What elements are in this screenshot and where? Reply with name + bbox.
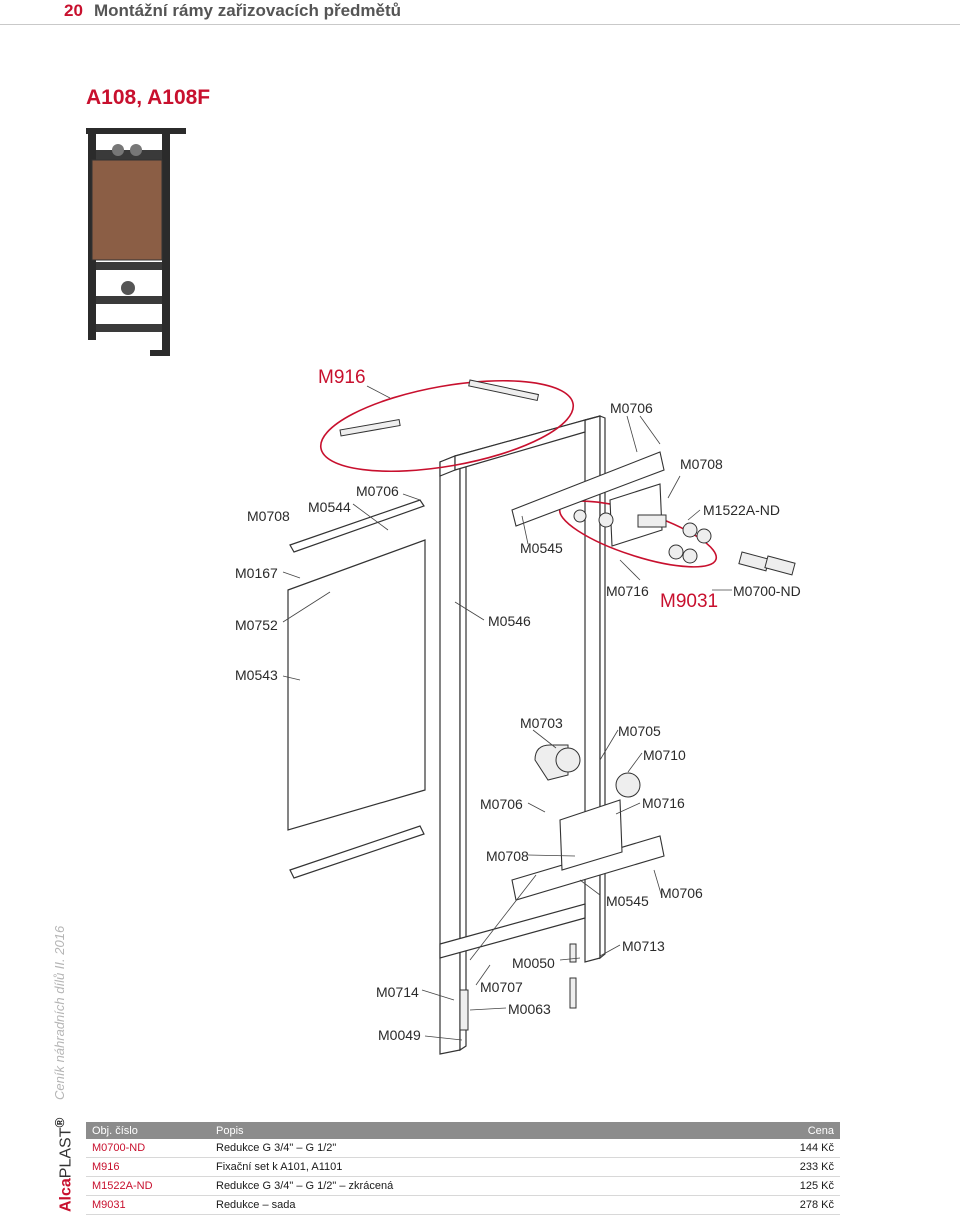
callout-m1522a: M1522A-ND — [703, 502, 780, 518]
page-header: 20 Montážní rámy zařizovacích předmětů — [0, 0, 960, 25]
callout-m0713: M0713 — [622, 938, 665, 954]
fittings — [339, 379, 796, 1031]
row-price: 144 Kč — [716, 1139, 840, 1158]
page-title: Montážní rámy zařizovacích předmětů — [94, 1, 402, 20]
callout-m0543: M0543 — [235, 667, 278, 683]
row-code: M9031 — [86, 1195, 210, 1215]
logo-plast: PLAST — [57, 1127, 75, 1179]
header-description: Popis — [210, 1122, 717, 1139]
callout-m0050: M0050 — [512, 955, 555, 971]
row-description: Redukce G 3/4" – G 1/2" — [210, 1139, 717, 1158]
parts-table: Obj. číslo Popis Cena M0700-ND Redukce G… — [86, 1122, 840, 1215]
row-description: Redukce – sada — [210, 1195, 717, 1215]
callout-m0706-left: M0706 — [356, 483, 399, 499]
callout-m0716-top: M0716 — [606, 583, 649, 599]
callout-m0700: M0700-ND — [733, 583, 801, 599]
callout-m0049: M0049 — [378, 1027, 421, 1043]
callout-m0705: M0705 — [618, 723, 661, 739]
callout-m0544: M0544 — [308, 499, 351, 515]
callout-m0707: M0707 — [480, 979, 523, 995]
callout-m0706-mid: M0706 — [480, 796, 523, 812]
row-description: Fixační set k A101, A1101 — [210, 1157, 717, 1177]
callout-m0706-top: M0706 — [610, 400, 653, 416]
alcaplast-logo: AlcaPLAST® — [52, 1118, 75, 1212]
highlight-m916 — [319, 379, 575, 473]
callout-m0714: M0714 — [376, 984, 419, 1000]
callout-m0708-top: M0708 — [680, 456, 723, 472]
callout-m0716-mid: M0716 — [642, 795, 685, 811]
header-code: Obj. číslo — [86, 1122, 210, 1139]
callout-m9031: M9031 — [660, 591, 718, 612]
callout-m916: M916 — [318, 367, 366, 388]
table-row: M0700-ND Redukce G 3/4" – G 1/2" 144 Kč — [86, 1139, 840, 1158]
exploded-diagram: M916 M0706 M0708 M0708 M0544 M0706 M1522… — [86, 128, 801, 1055]
callout-m0167: M0167 — [235, 565, 278, 581]
row-price: 125 Kč — [716, 1176, 840, 1196]
row-price: 278 Kč — [716, 1195, 840, 1215]
callout-m0708-left: M0708 — [247, 508, 290, 524]
row-code: M1522A-ND — [86, 1176, 210, 1196]
row-price: 233 Kč — [716, 1157, 840, 1177]
page-number: 20 — [64, 1, 83, 20]
header-price: Cena — [716, 1122, 840, 1139]
table-row: M9031 Redukce – sada 278 Kč — [86, 1195, 840, 1215]
table-header-row: Obj. číslo Popis Cena — [86, 1122, 840, 1139]
left-panel — [287, 499, 426, 879]
product-thumbnail — [86, 128, 186, 356]
callout-m0546: M0546 — [488, 613, 531, 629]
callout-m0703: M0703 — [520, 715, 563, 731]
callout-m0545-bot: M0545 — [606, 893, 649, 909]
callout-m0545-top: M0545 — [520, 540, 563, 556]
row-code: M916 — [86, 1157, 210, 1177]
logo-registered-mark: ® — [52, 1117, 67, 1128]
callout-m0710: M0710 — [643, 747, 686, 763]
table-row: M916 Fixační set k A101, A1101 233 Kč — [86, 1157, 840, 1177]
product-title: A108, A108F — [86, 86, 211, 109]
row-code: M0700-ND — [86, 1139, 210, 1158]
brackets — [511, 451, 665, 901]
callout-m0706-bot: M0706 — [660, 885, 703, 901]
logo-alca: Alca — [57, 1178, 75, 1212]
catalog-sidebar-text: Ceník náhradních dílů II. 2016 — [52, 925, 67, 1100]
row-description: Redukce G 3/4" – G 1/2" – zkrácená — [210, 1176, 717, 1196]
callout-m0063: M0063 — [508, 1001, 551, 1017]
leader-lines — [282, 385, 732, 1041]
table-row: M1522A-ND Redukce G 3/4" – G 1/2" – zkrá… — [86, 1176, 840, 1196]
callout-m0752: M0752 — [235, 617, 278, 633]
callout-m0708-mid: M0708 — [486, 848, 529, 864]
